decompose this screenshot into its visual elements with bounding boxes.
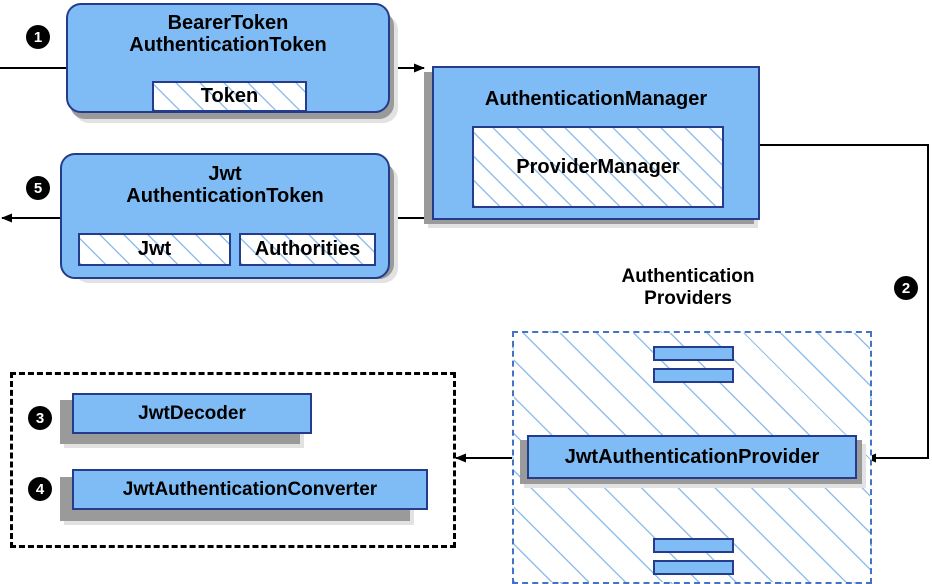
jwt-decoder-node[interactable]: JwtDecoder [72,393,312,434]
provider-manager-compartment[interactable]: ProviderManager [472,126,724,208]
step-badge-1-number: 1 [33,28,43,46]
jwt-authentication-token-label: Jwt AuthenticationToken [126,163,324,208]
authentication-providers-title: Authentication Providers [621,266,755,309]
token-compartment[interactable]: Token [152,81,307,112]
jwt-authentication-provider-node[interactable]: JwtAuthenticationProvider [527,435,857,479]
step-badge-5-number: 5 [33,179,43,197]
jwt-compartment[interactable]: Jwt [78,233,231,266]
bearer-token-authentication-token-label: BearerToken AuthenticationToken [129,12,327,57]
provider-stack-bottom-bar-2 [653,560,734,575]
jwt-authentication-token-node[interactable]: Jwt AuthenticationToken Jwt Authorities [60,153,390,279]
jwt-authentication-converter-node[interactable]: JwtAuthenticationConverter [72,469,428,510]
authorities-label: Authorities [254,238,361,260]
authorities-compartment[interactable]: Authorities [239,233,376,266]
step-badge-4: 4 [28,477,52,501]
provider-manager-label: ProviderManager [516,155,680,178]
step-badge-1: 1 [26,25,50,49]
provider-stack-bottom-bar-1 [653,538,734,553]
jwt-authentication-provider-label: JwtAuthenticationProvider [564,445,820,468]
provider-stack-top-bar-1 [653,346,734,361]
provider-stack-top-bar-2 [653,368,734,383]
bearer-token-authentication-token-node[interactable]: BearerToken AuthenticationToken Token [66,3,390,113]
jwt-authentication-converter-label: JwtAuthenticationConverter [122,478,378,500]
step-badge-2-number: 2 [901,279,911,297]
authentication-manager-label: AuthenticationManager [484,88,708,110]
step-badge-3: 3 [28,406,52,430]
connector-manager-to-provider [760,144,929,463]
jwt-label: Jwt [137,238,172,260]
authentication-manager-node[interactable]: AuthenticationManager ProviderManager [432,66,760,220]
token-label: Token [200,85,259,107]
step-badge-2: 2 [894,276,918,300]
step-badge-3-number: 3 [35,409,45,427]
step-badge-4-number: 4 [35,480,45,498]
jwt-decoder-label: JwtDecoder [138,402,246,424]
step-badge-5: 5 [26,176,50,200]
